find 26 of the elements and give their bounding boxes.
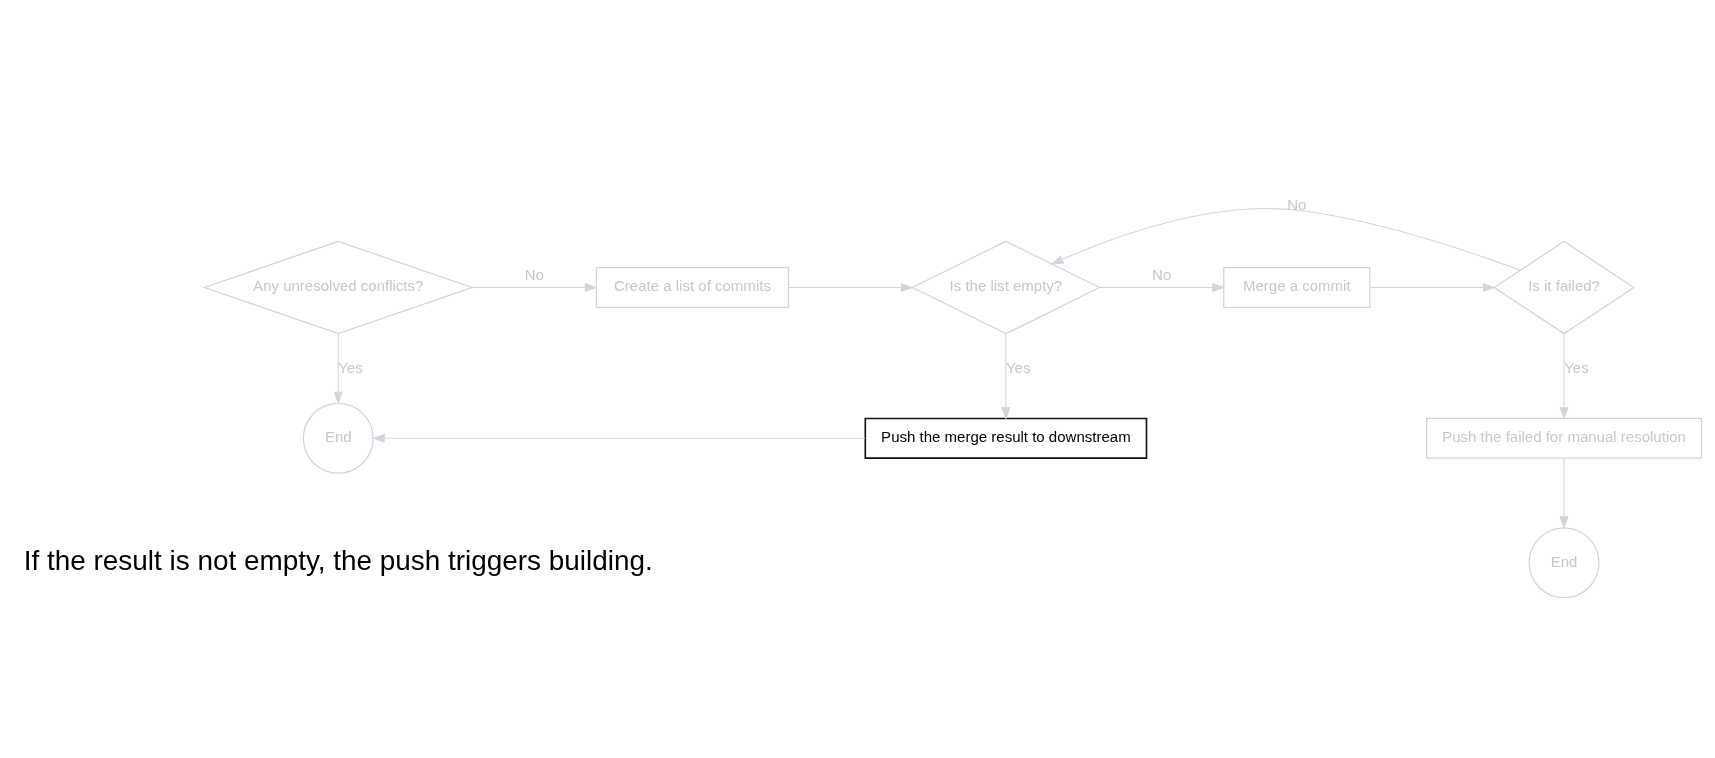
label: If the result is not empty, the push triggers building.	[23, 544, 653, 576]
edge-label: No	[1287, 196, 1307, 214]
arrow	[1559, 333, 1569, 421]
edge-label: Yes	[1564, 358, 1589, 376]
arrow	[371, 433, 866, 443]
arrow	[788, 283, 914, 292]
arrow	[333, 333, 343, 405]
node-circle: End	[302, 402, 374, 474]
edge-label: No	[524, 266, 544, 284]
arrow	[471, 283, 598, 292]
edge-label: Yes	[1005, 358, 1031, 376]
arrow	[1099, 283, 1226, 292]
node-diamond: Any unresolved conflicts?	[202, 240, 474, 335]
node-diamond: Is it failed?	[1493, 240, 1635, 335]
arrow	[1369, 283, 1496, 292]
node-box: Create a list of commits	[595, 267, 790, 308]
arrow	[1001, 333, 1011, 421]
edge-label: Yes	[338, 358, 363, 376]
node-box: Push the merge result to downstream	[864, 417, 1148, 459]
node-diamond: Is the list empty?	[910, 240, 1101, 335]
arrow	[1559, 457, 1569, 530]
node-box: Merge a commit	[1223, 267, 1371, 308]
node-box: Push the failed for manual resolution	[1426, 417, 1703, 459]
edge-label: No	[1152, 266, 1172, 284]
arrow	[1050, 208, 1521, 271]
node-circle: End	[1528, 527, 1600, 599]
